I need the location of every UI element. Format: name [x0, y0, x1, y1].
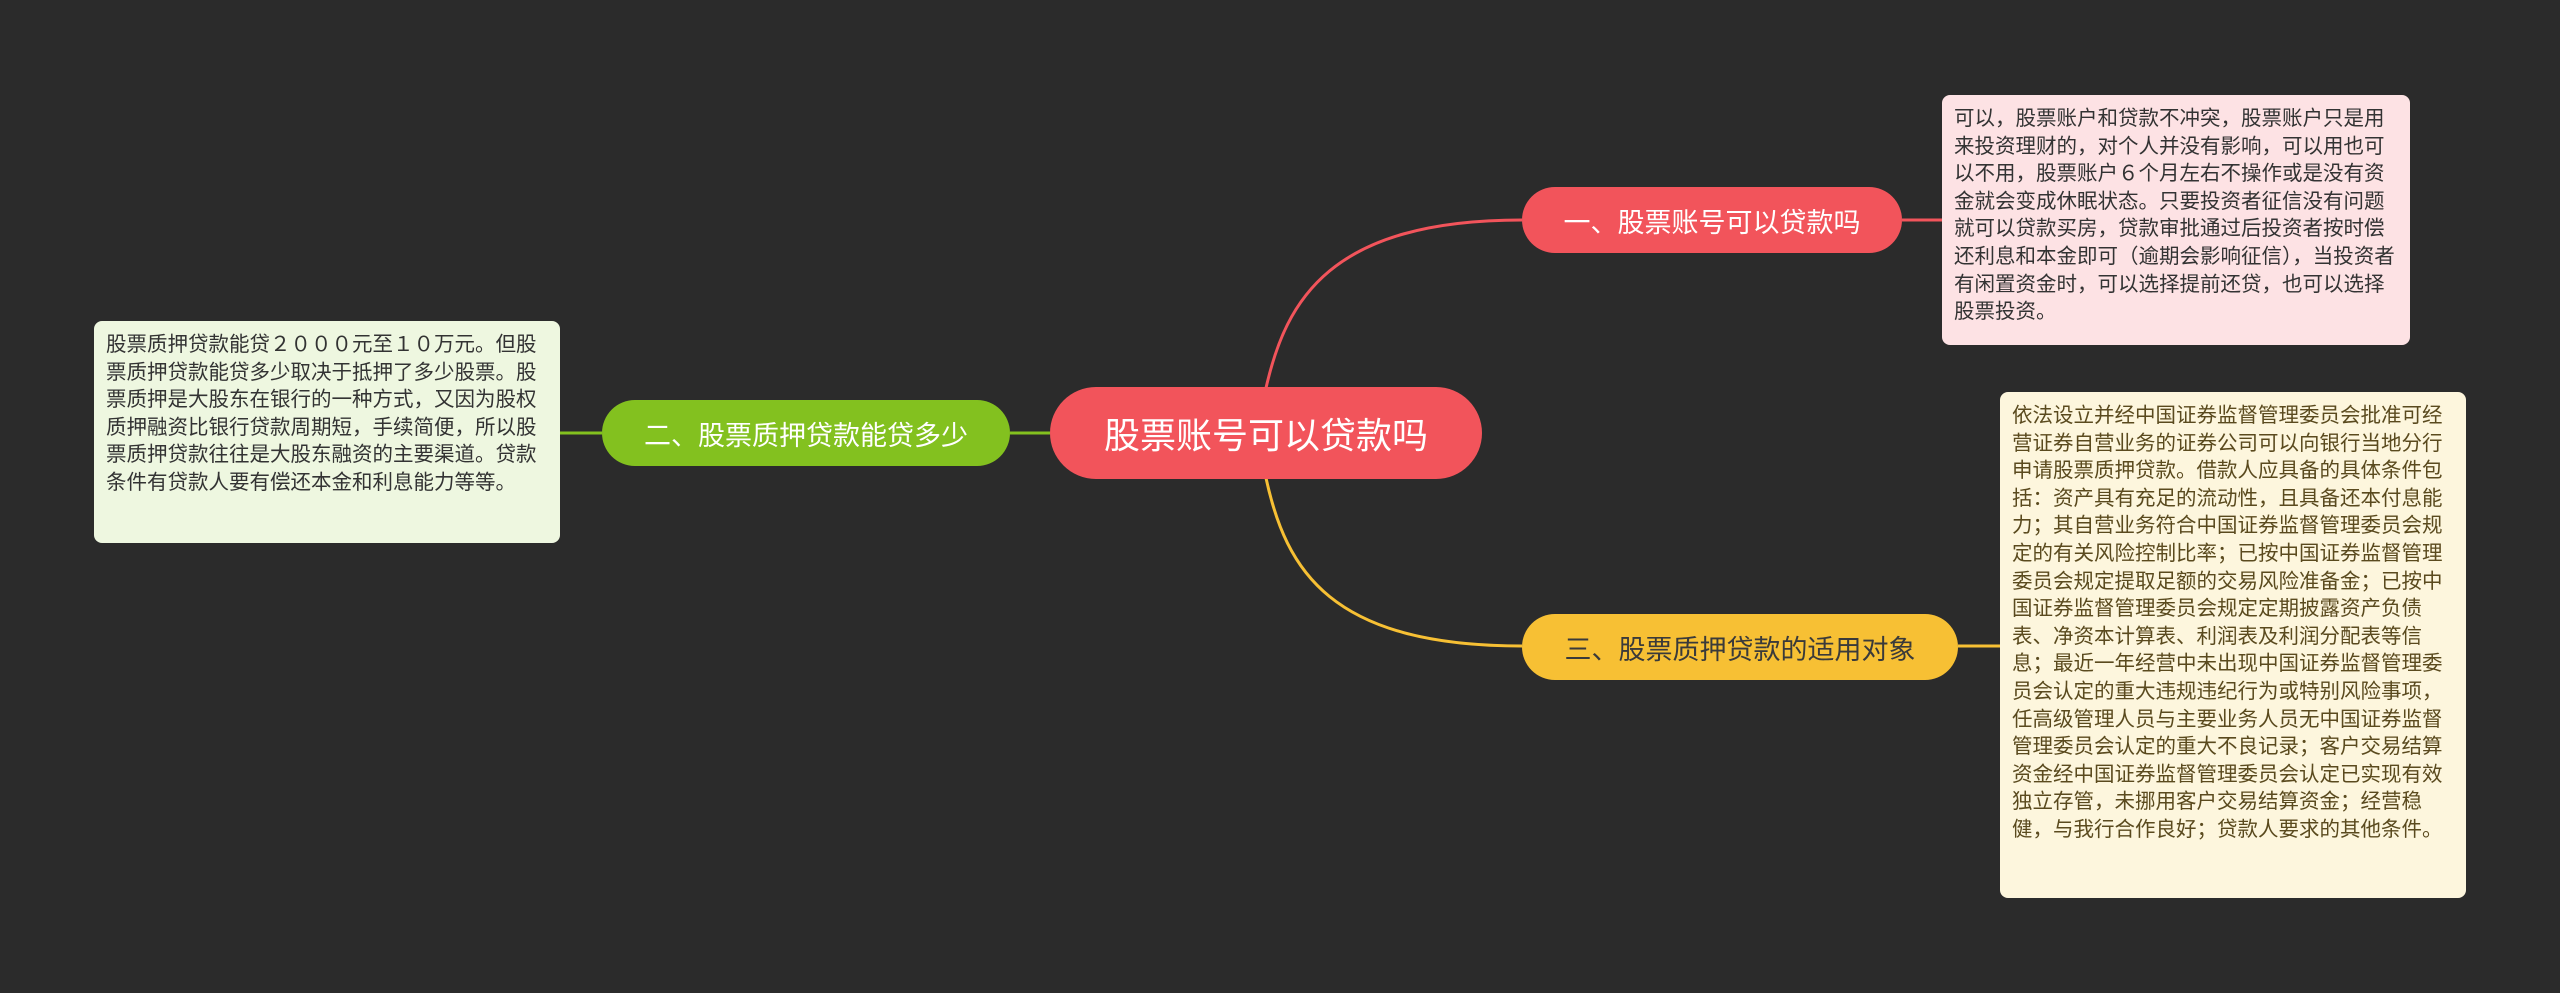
note-box-3-text: 依法设立并经中国证券监督管理委员会批准可经营证券自营业务的证券公司可以向银行当地… — [2012, 403, 2443, 841]
branch-topic-3[interactable]: 三、股票质押贷款的适用对象 — [1522, 614, 1958, 680]
note-box-1[interactable]: 可以，股票账户和贷款不冲突，股票账户只是用来投资理财的，对个人并没有影响，可以用… — [1942, 95, 2410, 345]
branch-topic-3-label: 三、股票质押贷款的适用对象 — [1564, 634, 1916, 666]
branch-topic-1[interactable]: 一、股票账号可以贷款吗 — [1522, 187, 1902, 253]
root-topic[interactable]: 股票账号可以贷款吗 — [1050, 387, 1482, 479]
root-topic-label: 股票账号可以贷款吗 — [1103, 416, 1428, 457]
branch-topic-2[interactable]: 二、股票质押贷款能贷多少 — [602, 400, 1010, 466]
note-box-2-text: 股票质押贷款能贷２０００元至１０万元。但股票质押贷款能贷多少取决于抵押了多少股票… — [106, 332, 537, 494]
note-box-2[interactable]: 股票质押贷款能贷２０００元至１０万元。但股票质押贷款能贷多少取决于抵押了多少股票… — [94, 321, 560, 543]
note-box-3[interactable]: 依法设立并经中国证券监督管理委员会批准可经营证券自营业务的证券公司可以向银行当地… — [2000, 392, 2466, 898]
connector-root-branch-1 — [1264, 218, 1523, 389]
branch-topic-2-label: 二、股票质押贷款能贷多少 — [644, 420, 968, 452]
note-box-1-text: 可以，股票账户和贷款不冲突，股票账户只是用来投资理财的，对个人并没有影响，可以用… — [1954, 106, 2395, 324]
branch-topic-1-label: 一、股票账号可以贷款吗 — [1563, 207, 1861, 239]
connector-root-branch-3 — [1264, 477, 1523, 648]
